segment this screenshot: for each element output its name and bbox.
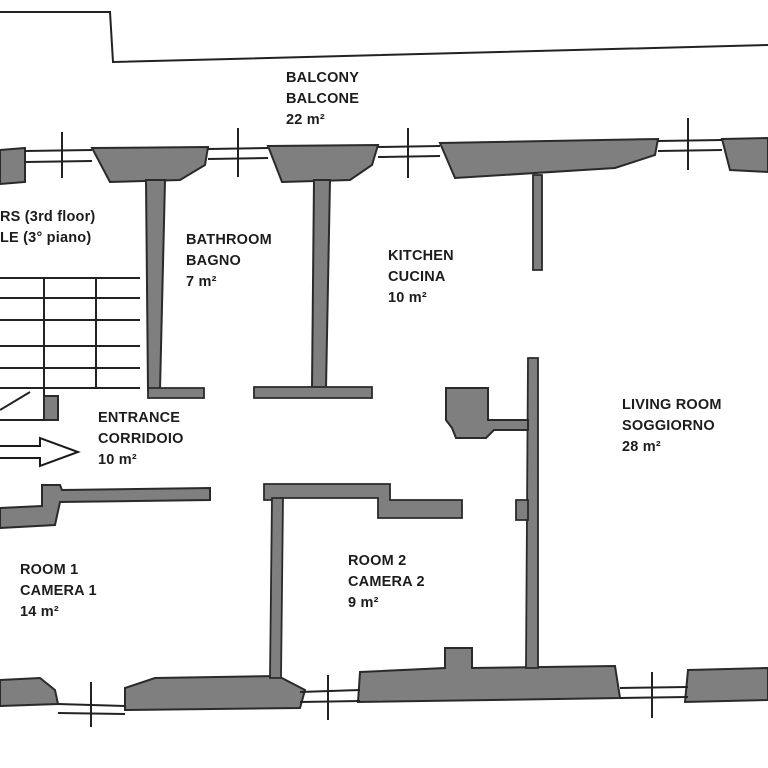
room2-name-en: ROOM 2 [348, 553, 407, 569]
label-kitchen: KITCHEN CUCINA 10 m² [388, 246, 454, 309]
room2-area: 9 m² [348, 595, 379, 611]
kitchen-area: 10 m² [388, 290, 427, 306]
living-area: 28 m² [622, 439, 661, 455]
entrance-name-it: CORRIDOIO [98, 431, 184, 447]
room1-name-en: ROOM 1 [20, 562, 79, 578]
room1-area: 14 m² [20, 604, 59, 620]
interior-walls [0, 174, 543, 679]
stairs-name-en: RS (3rd floor) [0, 209, 96, 225]
room1-name-it: CAMERA 1 [20, 583, 97, 599]
entrance-name-en: ENTRANCE [98, 410, 181, 426]
label-balcony: BALCONY BALCONE 22 m² [286, 68, 359, 131]
kitchen-name-it: CUCINA [388, 269, 446, 285]
bathroom-name-it: BAGNO [186, 253, 241, 269]
label-room-2: ROOM 2 CAMERA 2 9 m² [348, 551, 425, 614]
balcony-name-en: BALCONY [286, 70, 360, 86]
living-name-en: LIVING ROOM [622, 397, 722, 413]
bottom-exterior-wall [0, 647, 768, 712]
top-exterior-wall [0, 136, 768, 186]
living-name-it: SOGGIORNO [622, 418, 715, 434]
label-room-1: ROOM 1 CAMERA 1 14 m² [20, 560, 97, 623]
top-windows [24, 118, 723, 178]
label-stairs: RS (3rd floor) LE (3° piano) [0, 207, 95, 249]
bathroom-area: 7 m² [186, 274, 217, 290]
balcony-name-it: BALCONE [286, 91, 360, 107]
bottom-windows [57, 672, 689, 727]
bathroom-name-en: BATHROOM [186, 232, 272, 248]
stairs-name-it: LE (3° piano) [0, 230, 92, 246]
stairs [0, 277, 140, 421]
label-living-room: LIVING ROOM SOGGIORNO 28 m² [622, 395, 722, 458]
label-bathroom: BATHROOM BAGNO 7 m² [186, 230, 272, 293]
room2-name-it: CAMERA 2 [348, 574, 425, 590]
entrance-area: 10 m² [98, 452, 137, 468]
entrance-arrow-icon [0, 436, 81, 468]
label-entrance: ENTRANCE CORRIDOIO 10 m² [98, 408, 184, 471]
balcony-outline [0, 11, 768, 64]
kitchen-name-en: KITCHEN [388, 248, 454, 264]
balcony-area: 22 m² [286, 112, 325, 128]
